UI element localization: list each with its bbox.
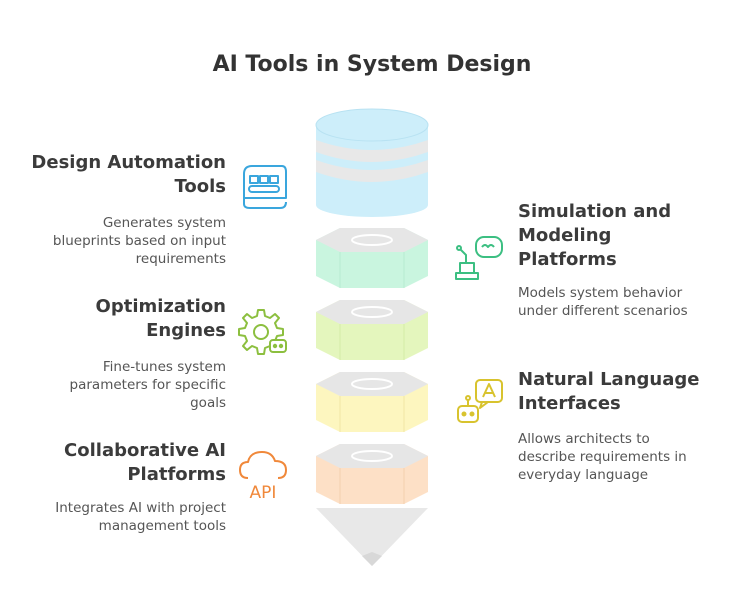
- item-description: Allows architects to describe requiremen…: [518, 431, 687, 483]
- conveyor-icon: [243, 165, 287, 209]
- item-heading: Platforms: [518, 249, 617, 270]
- item-heading: Interfaces: [518, 393, 621, 414]
- item-heading: Engines: [146, 320, 226, 341]
- stack-layer-mint: [316, 228, 428, 288]
- item-heading: Natural Language: [518, 369, 700, 390]
- item-description: Generates system blueprints based on inp…: [52, 215, 226, 267]
- api-label: API: [250, 483, 277, 502]
- item-heading: Modeling: [518, 225, 612, 246]
- item-heading: Platforms: [127, 464, 226, 485]
- stack-layer-peach: [316, 444, 428, 504]
- item-simulation-modeling-platforms: Simulation and Modeling Platforms: [518, 200, 728, 272]
- item-description: Models system behavior under different s…: [518, 285, 688, 319]
- item-heading: Collaborative AI: [64, 440, 226, 461]
- chat-robot-icon: [457, 379, 503, 423]
- item-optimization-engines: Optimization Engines: [20, 295, 226, 343]
- item-description: Fine-tunes system parameters for specifi…: [69, 359, 226, 411]
- item-heading: Design Automation: [31, 152, 226, 173]
- item-natural-language-interfaces: Natural Language Interfaces: [518, 368, 738, 416]
- cloud-api-icon: API: [239, 451, 287, 502]
- stack-layer-yellow: [316, 372, 428, 432]
- stack-cylinder-top: [315, 108, 429, 217]
- item-collaborative-ai-platforms: Collaborative AI Platforms: [20, 439, 226, 487]
- item-heading: Simulation and: [518, 201, 672, 222]
- item-heading: Tools: [174, 176, 226, 197]
- item-design-automation-tools: Design Automation Tools: [20, 151, 226, 199]
- stack-layer-lime: [316, 300, 428, 360]
- item-heading: Optimization: [95, 296, 226, 317]
- gear-robot-icon: [238, 309, 287, 355]
- page-title: AI Tools in System Design: [212, 52, 532, 77]
- vr-computer-icon: [455, 236, 503, 280]
- item-description: Integrates AI with project management to…: [55, 500, 226, 534]
- stack-cone-tip: [316, 508, 428, 566]
